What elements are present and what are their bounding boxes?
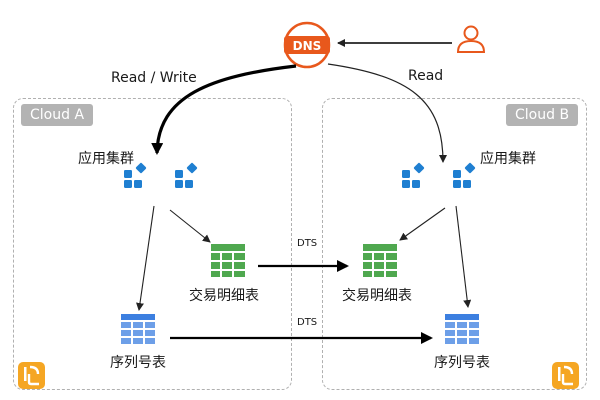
idc-a-icon <box>18 362 45 389</box>
dts-top-label: DTS <box>297 238 318 249</box>
cluster-a-label: 应用集群 <box>78 151 134 167</box>
cluster-a-to-detail-arrow <box>169 209 211 243</box>
read-arrow <box>327 63 447 163</box>
cluster-a-to-seq-arrow <box>136 205 155 311</box>
seq-table-a-label: 序列号表 <box>110 355 166 371</box>
read-write-arrow <box>151 64 297 155</box>
cloud-b-container <box>322 98 587 390</box>
read-write-label: Read / Write <box>111 70 197 86</box>
cluster-b-to-seq-arrow <box>455 205 472 308</box>
cloud-a-container <box>13 98 292 390</box>
detail-table-b-icon <box>363 244 397 277</box>
cluster-b-icon <box>402 162 476 188</box>
dts-bottom-label: DTS <box>297 317 318 328</box>
dns-label: DNS <box>293 39 322 53</box>
seq-table-b-label: 序列号表 <box>434 355 490 371</box>
seq-table-b-icon <box>445 314 479 344</box>
detail-table-b-label: 交易明细表 <box>342 288 412 304</box>
detail-table-a-label: 交易明细表 <box>189 288 259 304</box>
detail-table-a-icon <box>211 244 245 277</box>
idc-b-icon <box>552 362 579 389</box>
user-icon <box>456 25 486 53</box>
cloud-b-label: Cloud B <box>506 104 579 126</box>
cluster-b-label: 应用集群 <box>480 151 536 167</box>
cluster-b-to-detail-arrow <box>399 207 446 241</box>
read-label: Read <box>408 68 444 84</box>
cloud-a-label: Cloud A <box>21 104 94 126</box>
cluster-a-icon <box>124 162 198 188</box>
seq-table-a-icon <box>121 314 155 344</box>
dns-icon: DNS <box>283 21 331 69</box>
